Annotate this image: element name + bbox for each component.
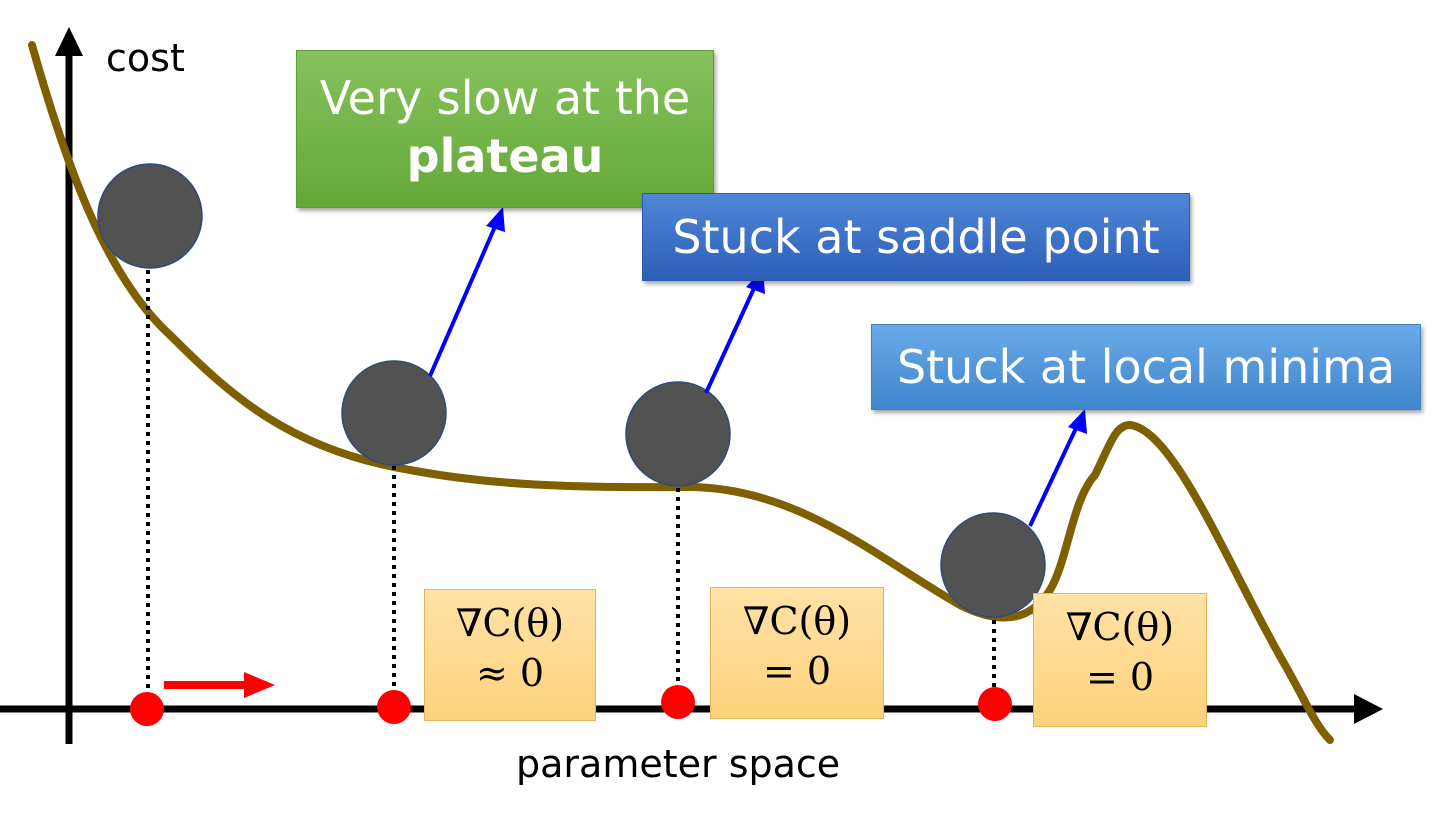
pointer-arrow-plateau bbox=[428, 221, 499, 377]
pointer-arrow-local-min bbox=[1028, 423, 1080, 527]
gradient-box-local-min-line1: ∇C(θ) bbox=[1065, 605, 1175, 649]
gradient-box-saddle-line2: = 0 bbox=[762, 649, 832, 693]
ball-plateau bbox=[341, 360, 447, 466]
cost-curve bbox=[28, 41, 1334, 744]
gradient-box-local-min-line2: = 0 bbox=[1085, 655, 1155, 699]
gradient-box-plateau-line2: ≈ 0 bbox=[475, 651, 545, 695]
x-axis-arrowhead bbox=[1354, 694, 1383, 724]
y-axis-arrowhead bbox=[55, 27, 83, 56]
gradient-box-plateau: ∇C(θ) ≈ 0 bbox=[424, 589, 596, 721]
marker-2 bbox=[377, 690, 411, 724]
callout-saddle: Stuck at saddle point bbox=[642, 193, 1190, 281]
gradient-box-local-min: ∇C(θ) = 0 bbox=[1033, 593, 1207, 727]
y-axis-label: cost bbox=[106, 36, 185, 80]
ball-saddle bbox=[625, 381, 731, 487]
marker-1 bbox=[130, 692, 164, 726]
callout-plateau-line1: Very slow at the bbox=[319, 71, 691, 125]
marker-3 bbox=[661, 685, 695, 719]
direction-arrowhead bbox=[244, 672, 275, 698]
gradient-box-saddle: ∇C(θ) = 0 bbox=[710, 587, 884, 719]
callout-plateau-line2: plateau bbox=[406, 129, 604, 183]
ball-local-min bbox=[940, 512, 1046, 618]
callout-local-min: Stuck at local minima bbox=[871, 324, 1421, 410]
gradient-box-plateau-line1: ∇C(θ) bbox=[455, 601, 565, 645]
callout-plateau: Very slow at the plateau bbox=[296, 50, 714, 208]
pointer-arrow-saddle bbox=[704, 283, 758, 394]
x-axis-label: parameter space bbox=[516, 742, 841, 786]
marker-4 bbox=[978, 687, 1012, 721]
pointer-arrowhead-plateau bbox=[486, 207, 505, 232]
pointer-arrowhead-local-min bbox=[1068, 409, 1087, 434]
gradient-box-saddle-line1: ∇C(θ) bbox=[742, 599, 852, 643]
ball-start bbox=[97, 163, 203, 269]
